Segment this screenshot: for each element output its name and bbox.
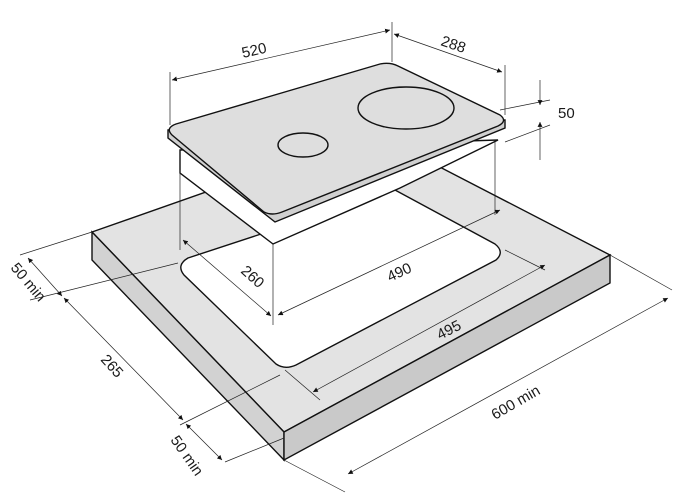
label-counter-width: 600 min — [489, 382, 544, 423]
hob — [167, 62, 506, 245]
label-back-margin: 50 min — [7, 260, 49, 305]
large-burner — [357, 86, 455, 130]
dimension-lines — [19, 22, 673, 493]
label-counter-depth-span: 265 — [97, 351, 126, 381]
small-burner — [277, 132, 329, 158]
label-front-margin: 50 min — [167, 433, 207, 480]
label-hob-height: 50 — [558, 105, 575, 122]
label-hob-width: 520 — [240, 40, 268, 62]
label-hob-depth: 288 — [439, 33, 468, 57]
